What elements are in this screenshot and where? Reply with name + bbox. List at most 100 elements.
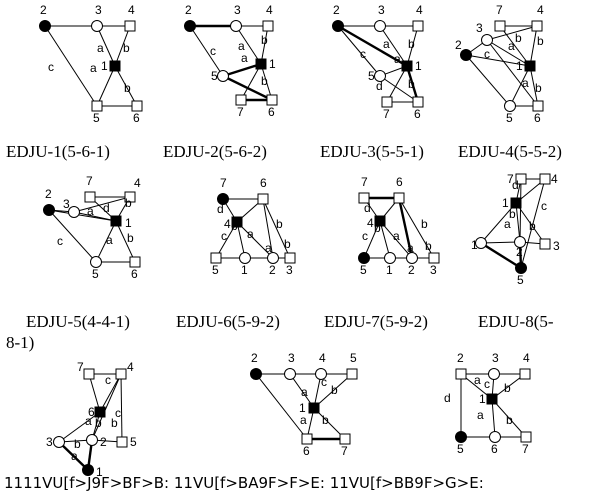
edge-label: b (231, 219, 238, 233)
edge-label: c (362, 229, 368, 243)
graph-node-circle (315, 368, 327, 380)
graph-node-square (257, 193, 269, 205)
graph-edge (262, 198, 291, 259)
graph-node-square (84, 191, 96, 203)
graph-edge (486, 25, 538, 41)
graph-edge (486, 39, 531, 67)
graph-edge (120, 373, 123, 443)
graph-edge (386, 65, 408, 103)
node-label: 4 (416, 3, 423, 17)
graph-node-filled-circle (332, 20, 344, 32)
graph-node-circle (406, 252, 418, 264)
graph-node-filled-circle (250, 368, 262, 380)
edge-label: c (484, 377, 490, 391)
edge-label: d (512, 178, 519, 192)
node-label: 3 (286, 263, 293, 277)
node-label: 5 (130, 435, 137, 449)
graph-edge (465, 54, 511, 107)
node-label: 3 (46, 435, 53, 449)
graph-edge (486, 39, 539, 107)
bottom-garbled-caption: 1111VU[f>J9F>BF>B: 11VU[f>BA9F>F>E: 11VU… (4, 474, 484, 492)
graph-node-square (520, 431, 532, 443)
edge-label: a (383, 37, 390, 51)
graph-node-square (412, 20, 424, 32)
node-label: 5 (368, 69, 375, 83)
caption-row-2: EDJU-5(4-4-1) EDJU-6(5-9-2) EDJU-7(5-9-2… (6, 312, 554, 352)
graph-edge (48, 209, 97, 263)
graph-node-circle (514, 236, 526, 248)
node-label: 1 (101, 59, 108, 73)
node-label: 5 (92, 267, 99, 281)
graph-node-circle (68, 206, 80, 218)
graph-edge (363, 220, 381, 259)
graph-edge (215, 221, 238, 259)
graph-edge (91, 373, 122, 441)
node-label: 2 (333, 3, 340, 17)
graph-edge (115, 220, 136, 263)
graph-edge (96, 25, 116, 67)
graph-edge (529, 25, 538, 67)
node-label: 2 (455, 38, 462, 52)
edge-label: a (238, 39, 245, 53)
node-label: 5 (360, 263, 367, 277)
graph-node-square (381, 96, 393, 108)
edge-label: b (421, 217, 428, 231)
edge-label: b (504, 381, 511, 395)
edge-label: b (331, 383, 338, 397)
node-label: 6 (260, 176, 267, 190)
node-label: 4 (537, 3, 544, 17)
graph-edge (499, 25, 531, 67)
graph-edge (189, 25, 224, 77)
graph-node-circle (475, 237, 487, 249)
edge-label: d (103, 201, 110, 215)
graph-node-filled-circle (39, 20, 51, 32)
graph-node-square (235, 94, 247, 106)
edge-label: c (210, 44, 216, 58)
edge-label: a (300, 413, 307, 427)
node-label: 2 (516, 245, 523, 259)
graph-node-circle (217, 70, 229, 82)
graph-node-circle (374, 70, 386, 82)
edge-label: a (477, 408, 484, 422)
graph-node-square (115, 368, 127, 380)
graph-node-square (455, 368, 467, 380)
graph-edge (44, 25, 98, 107)
edge-label: a (247, 227, 254, 241)
graph-edge (379, 75, 419, 103)
graph-node-square (539, 238, 551, 250)
graph-edge (114, 65, 138, 107)
graph-node-filled-square (374, 215, 386, 227)
graph-edge (480, 241, 521, 244)
graph-node-circle (53, 436, 65, 448)
graph-node-square (412, 96, 424, 108)
node-label: 3 (95, 3, 102, 17)
graph-node-filled-square (109, 60, 121, 72)
graph-node-square (83, 368, 95, 380)
graph-node-square (393, 192, 405, 204)
edge-label: a (241, 51, 248, 65)
graph-node-filled-square (486, 393, 498, 405)
graph-edge (379, 220, 391, 259)
node-label: 3 (288, 351, 295, 365)
edge-label: b (124, 81, 131, 95)
node-label: 6 (133, 111, 140, 125)
graph-edge (222, 62, 262, 78)
node-label: 5 (506, 111, 513, 125)
node-label: 7 (496, 3, 503, 17)
graph-node-filled-circle (217, 193, 229, 205)
edge-label: a (85, 414, 92, 428)
edge-label: b (95, 416, 102, 430)
caption-edju-2: EDJU-2(5-6-2) (163, 142, 267, 161)
edge-label: c (48, 60, 54, 74)
graph-node-square (519, 368, 531, 380)
edge-label: b (425, 239, 432, 253)
edge-label: c (115, 406, 121, 420)
edge-label: b (374, 221, 381, 235)
node-label: 7 (383, 107, 390, 121)
node-label: 4 (367, 216, 374, 230)
